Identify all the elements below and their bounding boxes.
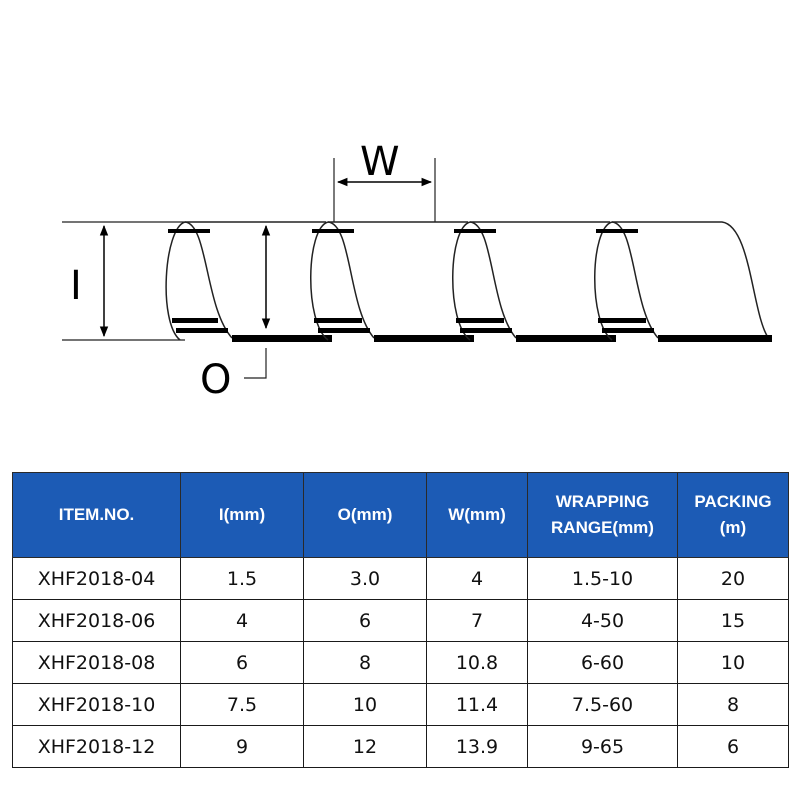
column-header-label: W(mm) [448, 505, 506, 524]
column-header-label: O(mm) [337, 505, 393, 524]
column-header-label: PACKING [694, 492, 772, 511]
table-cell: XHF2018-08 [12, 641, 181, 684]
table-cell: 10 [303, 683, 427, 726]
table-cell: 1.5 [180, 557, 304, 600]
table-cell: 4 [426, 557, 528, 600]
column-header: WRAPPING RANGE(mm) [527, 472, 678, 558]
spiral-segment [452, 221, 616, 342]
outer-diameter-label: O [200, 357, 231, 403]
table-cell: XHF2018-10 [12, 683, 181, 726]
table-cell: 7.5-60 [527, 683, 678, 726]
column-header-label: RANGE(mm) [551, 518, 654, 537]
table-cell: 7.5 [180, 683, 304, 726]
inner-diameter-dimension: I [62, 221, 185, 341]
table-cell: 6 [677, 725, 789, 768]
spec-table: ITEM.NO. I(mm) O(mm) W(mm) WRAPPING RANGE(mm)… [12, 472, 789, 768]
table-cell: 10 [677, 641, 789, 684]
table-cell: 12 [303, 725, 427, 768]
table-cell: 13.9 [426, 725, 528, 768]
spiral-segment [594, 221, 772, 342]
table-cell: XHF2018-06 [12, 599, 181, 642]
table-cell: 6-60 [527, 641, 678, 684]
column-header: ITEM.NO. [12, 472, 181, 558]
width-dimension: W [333, 139, 436, 222]
column-header-label: (m) [719, 518, 747, 537]
table-cell: XHF2018-04 [12, 557, 181, 600]
table-cell: 6 [180, 641, 304, 684]
column-header: I(mm) [180, 472, 304, 558]
table-cell: 3.0 [303, 557, 427, 600]
table-header-row: ITEM.NO. I(mm) O(mm) W(mm) WRAPPING RANGE(mm)… [12, 472, 789, 558]
table-cell: 15 [677, 599, 789, 642]
table-cell: 1.5-10 [527, 557, 678, 600]
table-cell: 7 [426, 599, 528, 642]
table-cell: 20 [677, 557, 789, 600]
width-label: W [360, 139, 400, 185]
table-cell: 9 [180, 725, 304, 768]
spiral-segment [165, 221, 332, 342]
table-cell: XHF2018-12 [12, 725, 181, 768]
column-header-label: I(mm) [218, 505, 266, 524]
table-cell: 4 [180, 599, 304, 642]
spiral-segment [310, 221, 474, 342]
inner-diameter-label: I [70, 263, 82, 309]
column-header: PACKING (m) [677, 472, 789, 558]
column-header-label: ITEM.NO. [58, 505, 135, 524]
table-cell: 8 [303, 641, 427, 684]
spiral-wrap-diagram: I O W [62, 139, 772, 403]
table-cell: 6 [303, 599, 427, 642]
table-cell: 11.4 [426, 683, 528, 726]
table-cell: 4-50 [527, 599, 678, 642]
column-header-label: WRAPPING [555, 492, 650, 511]
outer-diameter-dimension: O [200, 224, 271, 403]
column-header: W(mm) [426, 472, 528, 558]
table-cell: 8 [677, 683, 789, 726]
column-header: O(mm) [303, 472, 427, 558]
table-cell: 9-65 [527, 725, 678, 768]
table-cell: 10.8 [426, 641, 528, 684]
